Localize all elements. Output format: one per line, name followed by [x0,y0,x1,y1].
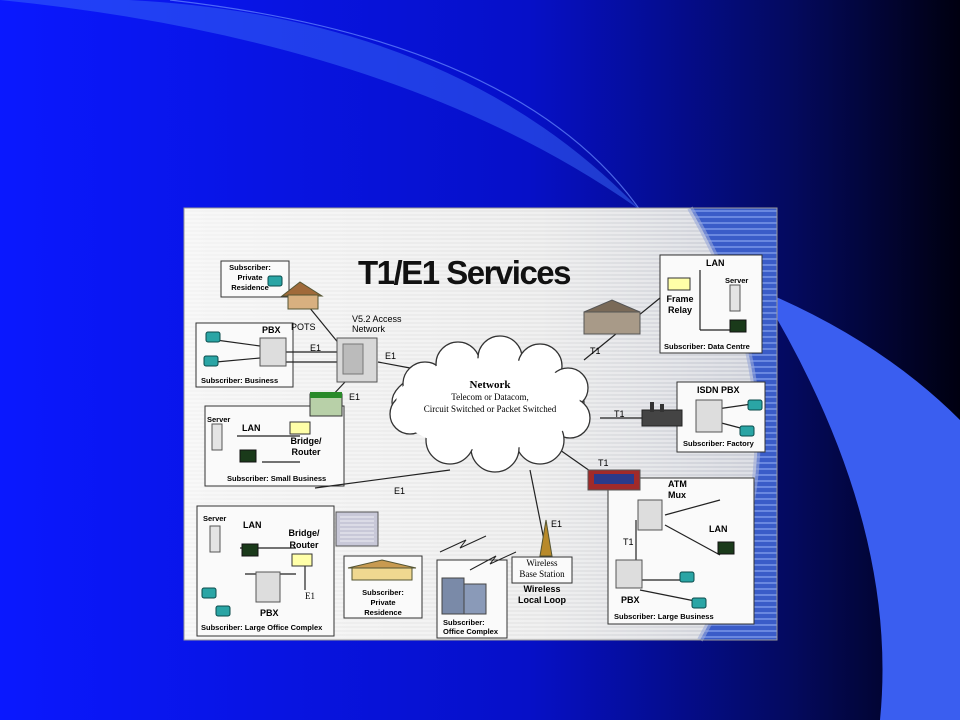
bridge-router-small-l2: Router [291,447,321,457]
bridge-router-large-l1: Bridge/ [288,528,320,538]
server-tower-icon [211,423,223,451]
phone-icon [691,597,707,609]
bridge-router-box [289,421,311,435]
bridge-router-small-l1: Bridge/ [290,436,322,446]
network-line1: Telecom or Datacom, [451,392,529,402]
link-t1: T1 [590,346,601,356]
house-bottom-icon [347,559,417,581]
bridge-router-box [291,553,313,567]
bridge-router-large-l2: Router [289,540,319,550]
lan-label-small: LAN [242,423,261,433]
frame-wireless-base [511,556,573,584]
server-label-large: Server [203,514,227,523]
sub-residence-bottom-l1: Subscriber: [362,588,404,597]
top-arc [0,0,640,210]
link-t1: T1 [623,537,634,547]
large-business-building-icon [587,469,641,491]
link-e1: E1 [394,486,406,496]
wireless-loop-l1: Wireless [523,584,561,594]
wireless-loop-l2: Local Loop [518,595,566,605]
lan-label-large: LAN [243,520,262,530]
office-building-icon [335,511,379,547]
sub-office-complex-l1: Subscriber: [443,618,485,627]
frame-small-business [204,405,345,487]
sub-business: Subscriber: Business [201,376,279,385]
atm-mux-l2: Mux [668,490,686,500]
computer-icon [729,319,747,333]
v52-label-line2: Network [352,324,386,334]
link-e1: E1 [305,591,315,601]
pbx-label-business: PBX [262,325,281,335]
sub-office-complex-l2: Office Complex [443,627,499,636]
computer-icon [241,543,259,557]
sub-small-business: Subscriber: Small Business [227,474,327,483]
sub-factory: Subscriber: Factory [683,439,754,448]
atm-mux-l1: ATM [668,479,687,489]
pbx-label-large-office: PBX [260,608,279,618]
house-top-icon [280,281,324,310]
computer-icon [717,541,735,555]
phone-icon [203,355,219,367]
sub-residence-top-l2: Private [237,273,263,282]
phone-icon [201,587,217,599]
frame-data-centre [659,254,763,354]
lan-label-data: LAN [706,258,725,268]
server-label-data: Server [725,276,749,285]
v52-label-line1: V5.2 Access [352,314,402,324]
diagram-title: T1/E1 Services [358,254,572,291]
pbx-large-business-icon [615,559,643,589]
computer-icon [239,449,257,463]
antenna-tower-icon [539,519,553,557]
v52-cabinet-icon [336,337,378,383]
factory-icon [641,402,683,427]
frame-relay-l1: Frame [666,294,694,304]
pbx-business-icon [259,337,287,367]
isdn-pbx-label: ISDN PBX [697,385,740,395]
lan-label-large-business: LAN [709,524,728,534]
sub-residence-top-l1: Subscriber: [229,263,271,272]
sub-residence-top-l3: Residence [231,283,269,292]
link-t1: T1 [614,409,625,419]
network-line2: Circuit Switched or Packet Switched [423,404,557,414]
server-label-small: Server [207,415,231,424]
atm-mux-icon [637,499,663,531]
frame-relay-l2: Relay [667,305,693,315]
data-centre-building-icon [583,299,641,335]
link-e1: E1 [551,519,563,529]
phone-icon [747,399,763,411]
frame-relay-box [667,277,691,291]
link-t1: T1 [598,458,609,468]
link-e1: E1 [310,343,322,353]
wireless-base-l2: Base Station [519,569,565,579]
pbx-large-office-icon [255,571,281,603]
sub-large-business: Subscriber: Large Business [614,612,714,621]
phone-icon [739,425,755,437]
link-e1: E1 [349,392,361,402]
office-complex-icon [441,577,487,615]
shop-icon [309,392,343,417]
right-swoosh [760,290,960,720]
phone-icon [205,331,221,343]
sub-residence-bottom-l2: Private [370,598,396,607]
sub-residence-bottom-l3: Residence [364,608,402,617]
sub-large-office: Subscriber: Large Office Complex [201,623,323,632]
wireless-base-l1: Wireless [526,558,558,568]
sub-data-centre: Subscriber: Data Centre [664,342,750,351]
phone-icon [679,571,695,583]
phone-icon [267,275,283,287]
server-tower-icon [209,525,221,553]
pbx-label-large-business: PBX [621,595,640,605]
pots-label: POTS [291,322,316,332]
phone-icon [215,605,231,617]
network-title: Network [469,379,511,391]
link-e1: E1 [385,351,397,361]
isdn-pbx-icon [695,399,723,433]
server-tower-icon [729,284,741,312]
